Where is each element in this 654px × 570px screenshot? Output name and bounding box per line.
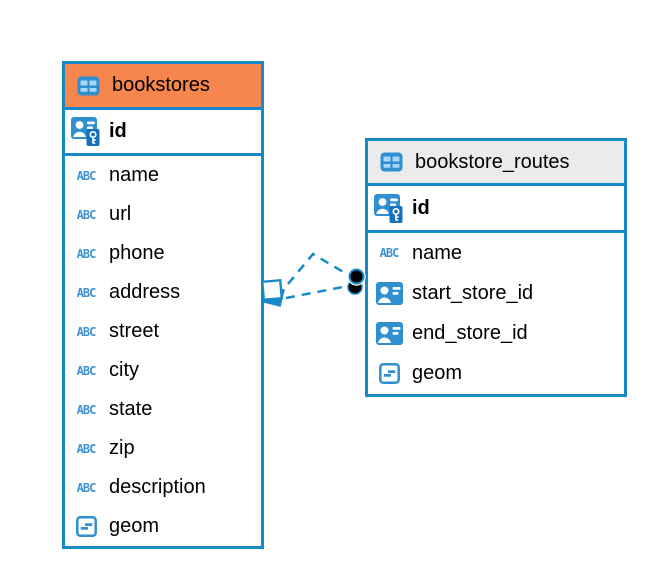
- column-row[interactable]: start_store_id: [368, 273, 624, 313]
- column-row[interactable]: ABC phone: [65, 234, 261, 273]
- column-name-label: url: [109, 203, 132, 225]
- column-name-label: description: [109, 476, 206, 498]
- relation-link[interactable]: [260, 252, 366, 307]
- geometry-type-icon: [71, 516, 101, 537]
- column-row[interactable]: ABC url: [65, 195, 261, 234]
- column-name-label: start_store_id: [412, 281, 534, 304]
- text-type-icon: ABC: [76, 480, 97, 495]
- column-row[interactable]: ABC state: [65, 390, 261, 429]
- table-bookstore-routes[interactable]: bookstore_routes id ABC: [365, 138, 627, 397]
- text-type-icon: ABC: [76, 363, 97, 378]
- column-name-label: name: [109, 164, 160, 186]
- table-header-bookstore-routes[interactable]: bookstore_routes: [368, 141, 624, 186]
- text-type-icon: ABC: [76, 324, 97, 339]
- column-name-label: street: [109, 320, 160, 342]
- column-row[interactable]: geom: [368, 353, 624, 393]
- column-row[interactable]: geom: [65, 507, 261, 546]
- table-bookstores[interactable]: bookstores id ABC: [62, 61, 264, 549]
- primary-key-icon: [71, 116, 101, 147]
- column-row[interactable]: ABC zip: [65, 429, 261, 468]
- table-header-bookstores[interactable]: bookstores: [65, 64, 261, 110]
- column-name-label: city: [109, 359, 139, 381]
- column-row[interactable]: ABC address: [65, 273, 261, 312]
- primary-key-icon: [374, 193, 404, 224]
- column-name-label: state: [109, 398, 153, 420]
- text-type-icon: ABC: [76, 168, 97, 183]
- foreign-key-icon: [374, 281, 404, 305]
- column-name-label: id: [412, 196, 430, 219]
- column-row[interactable]: end_store_id: [368, 313, 624, 353]
- relation-endpoint-dots: [347, 267, 366, 295]
- column-name-label: address: [109, 281, 181, 303]
- column-row-id[interactable]: id: [65, 110, 261, 156]
- column-row[interactable]: ABC street: [65, 312, 261, 351]
- column-name-label: end_store_id: [412, 321, 528, 344]
- column-row[interactable]: ABC name: [368, 233, 624, 273]
- column-row[interactable]: ABC city: [65, 351, 261, 390]
- text-type-icon: ABC: [76, 285, 97, 300]
- text-type-icon: ABC: [76, 402, 97, 417]
- relation-cardinality-icon: [260, 278, 285, 307]
- column-name-label: geom: [412, 361, 463, 384]
- column-name-label: phone: [109, 242, 165, 264]
- column-name-label: zip: [109, 437, 135, 459]
- column-row[interactable]: ABC description: [65, 468, 261, 507]
- table-icon: [73, 76, 103, 96]
- table-name: bookstores: [112, 74, 210, 96]
- column-name-label: id: [109, 120, 127, 142]
- column-name-label: name: [412, 241, 463, 264]
- column-row-id[interactable]: id: [368, 186, 624, 233]
- column-row[interactable]: ABC name: [65, 156, 261, 195]
- table-icon: [376, 152, 406, 172]
- text-type-icon: ABC: [76, 441, 97, 456]
- foreign-key-icon: [374, 321, 404, 345]
- text-type-icon: ABC: [379, 246, 400, 260]
- text-type-icon: ABC: [76, 246, 97, 261]
- text-type-icon: ABC: [76, 207, 97, 222]
- table-name: bookstore_routes: [415, 150, 570, 173]
- column-name-label: geom: [109, 515, 160, 537]
- geometry-type-icon: [374, 362, 404, 384]
